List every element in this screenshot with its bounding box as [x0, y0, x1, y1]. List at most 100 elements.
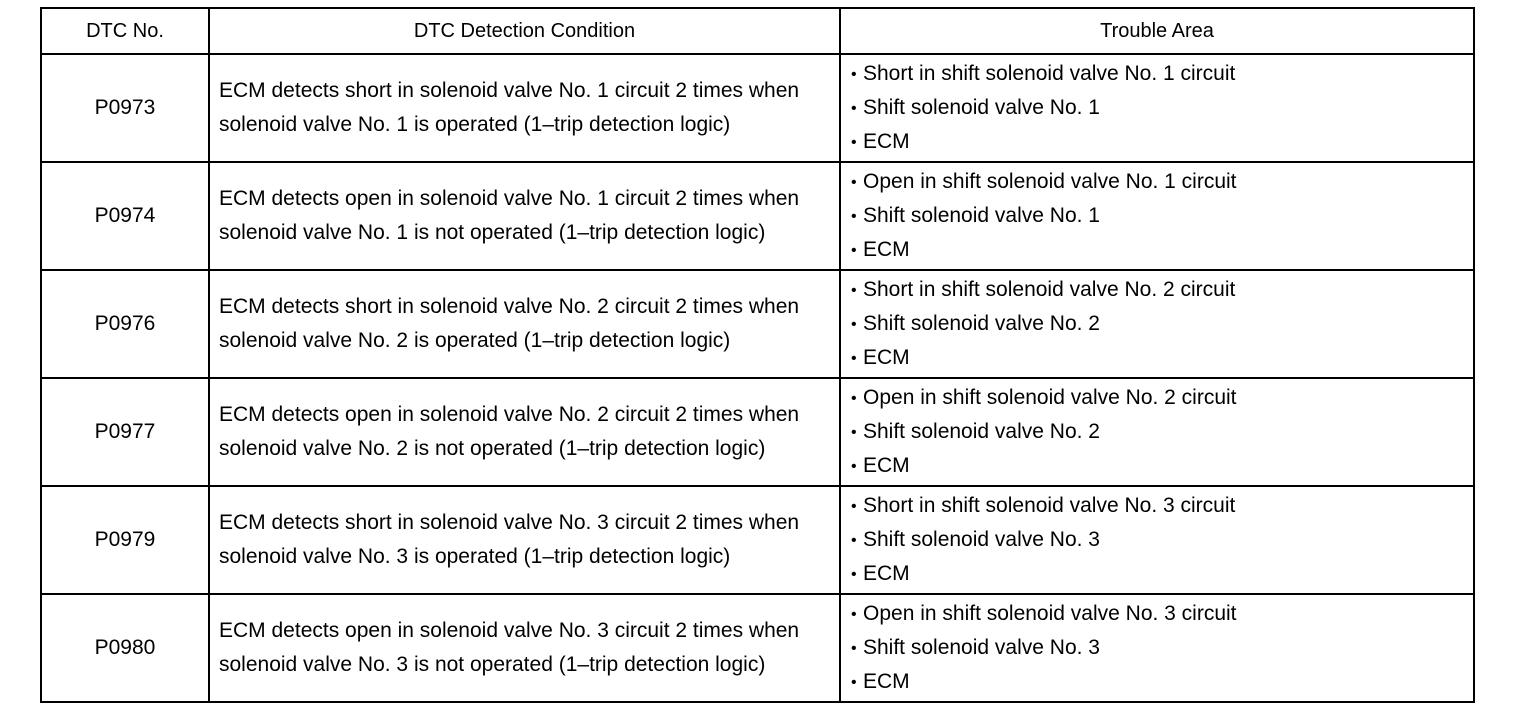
trouble-area-text: Shift solenoid valve No. 3 [863, 636, 1100, 660]
list-item: • Short in shift solenoid valve No. 2 cir… [851, 273, 1473, 307]
bullet-icon: • [851, 565, 857, 583]
trouble-area-text: Shift solenoid valve No. 2 [863, 420, 1100, 444]
list-item: • ECM [851, 557, 1473, 591]
trouble-area-text: ECM [863, 237, 910, 261]
condition-text: ECM detects short in solenoid valve No. … [219, 79, 800, 102]
bullet-icon: • [851, 133, 857, 151]
list-item: • Shift solenoid valve No. 1 [851, 199, 1473, 233]
condition-text: solenoid valve No. 2 is operated (1–trip… [219, 329, 731, 352]
condition-text: ECM detects open in solenoid valve No. 3… [219, 619, 800, 642]
trouble-area-cell: • Short in shift solenoid valve No. 1 cir… [839, 53, 1475, 163]
list-item: • Open in shift solenoid valve No. 2 circ… [851, 381, 1473, 415]
detection-condition-cell: ECM detects short in solenoid valve No. … [208, 485, 841, 595]
trouble-area-cell: • Open in shift solenoid valve No. 3 circ… [839, 593, 1475, 703]
condition-text: ECM detects short in solenoid valve No. … [219, 295, 800, 318]
trouble-area-text: Open in shift solenoid valve No. 3 circu… [863, 602, 1237, 626]
trouble-area-cell: • Open in shift solenoid valve No. 2 circ… [839, 377, 1475, 487]
trouble-area-cell: • Short in shift solenoid valve No. 3 cir… [839, 485, 1475, 595]
dtc-code-cell: P0980 [40, 593, 210, 703]
dtc-code-cell: P0974 [40, 161, 210, 271]
trouble-area-text: ECM [863, 453, 910, 477]
table-row: P0977 ECM detects open in solenoid valve … [40, 377, 1475, 487]
list-item: • ECM [851, 341, 1473, 375]
table-row: P0980 ECM detects open in solenoid valve … [40, 593, 1475, 703]
list-item: • Shift solenoid valve No. 2 [851, 415, 1473, 449]
trouble-area-text: Short in shift solenoid valve No. 3 circ… [863, 494, 1236, 518]
dtc-table: DTC No. DTC Detection Condition Trouble … [40, 7, 1475, 703]
trouble-area-list: • Open in shift solenoid valve No. 1 circ… [851, 165, 1473, 267]
list-item: • Short in shift solenoid valve No. 1 cir… [851, 57, 1473, 91]
bullet-icon: • [851, 390, 857, 408]
list-item: • ECM [851, 125, 1473, 159]
list-item: • Open in shift solenoid valve No. 3 circ… [851, 597, 1473, 631]
trouble-area-text: Short in shift solenoid valve No. 2 circ… [863, 278, 1236, 302]
condition-text: solenoid valve No. 1 is operated (1–trip… [219, 113, 731, 136]
condition-text: solenoid valve No. 2 is not operated (1–… [219, 437, 766, 460]
trouble-area-text: Open in shift solenoid valve No. 1 circu… [863, 170, 1237, 194]
bullet-icon: • [851, 423, 857, 441]
trouble-area-list: • Short in shift solenoid valve No. 3 cir… [851, 489, 1473, 591]
header-detection-condition: DTC Detection Condition [208, 7, 841, 55]
dtc-code-cell: P0976 [40, 269, 210, 379]
table-row: P0974 ECM detects open in solenoid valve … [40, 161, 1475, 271]
trouble-area-text: ECM [863, 129, 910, 153]
trouble-area-cell: • Open in shift solenoid valve No. 1 circ… [839, 161, 1475, 271]
condition-text: solenoid valve No. 1 is not operated (1–… [219, 221, 766, 244]
condition-text: ECM detects open in solenoid valve No. 1… [219, 187, 800, 210]
bullet-icon: • [851, 498, 857, 516]
trouble-area-cell: • Short in shift solenoid valve No. 2 cir… [839, 269, 1475, 379]
trouble-area-text: Short in shift solenoid valve No. 1 circ… [863, 62, 1236, 86]
detection-condition-cell: ECM detects open in solenoid valve No. 1… [208, 161, 841, 271]
dtc-code-cell: P0973 [40, 53, 210, 163]
detection-condition-cell: ECM detects open in solenoid valve No. 3… [208, 593, 841, 703]
header-row: DTC No. DTC Detection Condition Trouble … [40, 7, 1475, 55]
list-item: • ECM [851, 665, 1473, 699]
bullet-icon: • [851, 282, 857, 300]
trouble-area-text: ECM [863, 345, 910, 369]
trouble-area-text: Shift solenoid valve No. 2 [863, 312, 1100, 336]
detection-condition-cell: ECM detects open in solenoid valve No. 2… [208, 377, 841, 487]
trouble-area-list: • Open in shift solenoid valve No. 2 circ… [851, 381, 1473, 483]
bullet-icon: • [851, 174, 857, 192]
list-item: • Open in shift solenoid valve No. 1 circ… [851, 165, 1473, 199]
detection-condition-cell: ECM detects short in solenoid valve No. … [208, 269, 841, 379]
trouble-area-text: Shift solenoid valve No. 1 [863, 96, 1100, 120]
bullet-icon: • [851, 241, 857, 259]
condition-text: solenoid valve No. 3 is not operated (1–… [219, 653, 766, 676]
trouble-area-text: Shift solenoid valve No. 1 [863, 204, 1100, 228]
trouble-area-text: ECM [863, 561, 910, 585]
trouble-area-text: ECM [863, 669, 910, 693]
table-row: P0973 ECM detects short in solenoid valve… [40, 53, 1475, 163]
header-dtc-no: DTC No. [40, 7, 210, 55]
table-row: P0976 ECM detects short in solenoid valve… [40, 269, 1475, 379]
trouble-area-list: • Short in shift solenoid valve No. 1 cir… [851, 57, 1473, 159]
list-item: • Shift solenoid valve No. 3 [851, 523, 1473, 557]
list-item: • Short in shift solenoid valve No. 3 cir… [851, 489, 1473, 523]
detection-condition-cell: ECM detects short in solenoid valve No. … [208, 53, 841, 163]
list-item: •Shift solenoid valve No. 3 [851, 631, 1473, 665]
dtc-code-cell: P0979 [40, 485, 210, 595]
list-item: • ECM [851, 233, 1473, 267]
bullet-icon: • [851, 66, 857, 84]
header-trouble-area: Trouble Area [839, 7, 1475, 55]
condition-text: ECM detects open in solenoid valve No. 2… [219, 403, 800, 426]
trouble-area-text: Open in shift solenoid valve No. 2 circu… [863, 386, 1237, 410]
list-item: • ECM [851, 449, 1473, 483]
bullet-icon: • [851, 207, 857, 225]
trouble-area-list: • Open in shift solenoid valve No. 3 circ… [851, 597, 1473, 699]
bullet-icon: • [851, 531, 857, 549]
bullet-icon: • [851, 457, 857, 475]
dtc-code-cell: P0977 [40, 377, 210, 487]
condition-text: solenoid valve No. 3 is operated (1–trip… [219, 545, 731, 568]
table-header: DTC No. DTC Detection Condition Trouble … [40, 7, 1475, 55]
bullet-icon: • [851, 349, 857, 367]
list-item: • Shift solenoid valve No. 1 [851, 91, 1473, 125]
bullet-icon: • [851, 99, 857, 117]
bullet-icon: • [851, 315, 857, 333]
trouble-area-list: • Short in shift solenoid valve No. 2 cir… [851, 273, 1473, 375]
bullet-icon: • [851, 673, 857, 691]
trouble-area-text: Shift solenoid valve No. 3 [863, 528, 1100, 552]
bullet-icon: • [851, 606, 857, 624]
